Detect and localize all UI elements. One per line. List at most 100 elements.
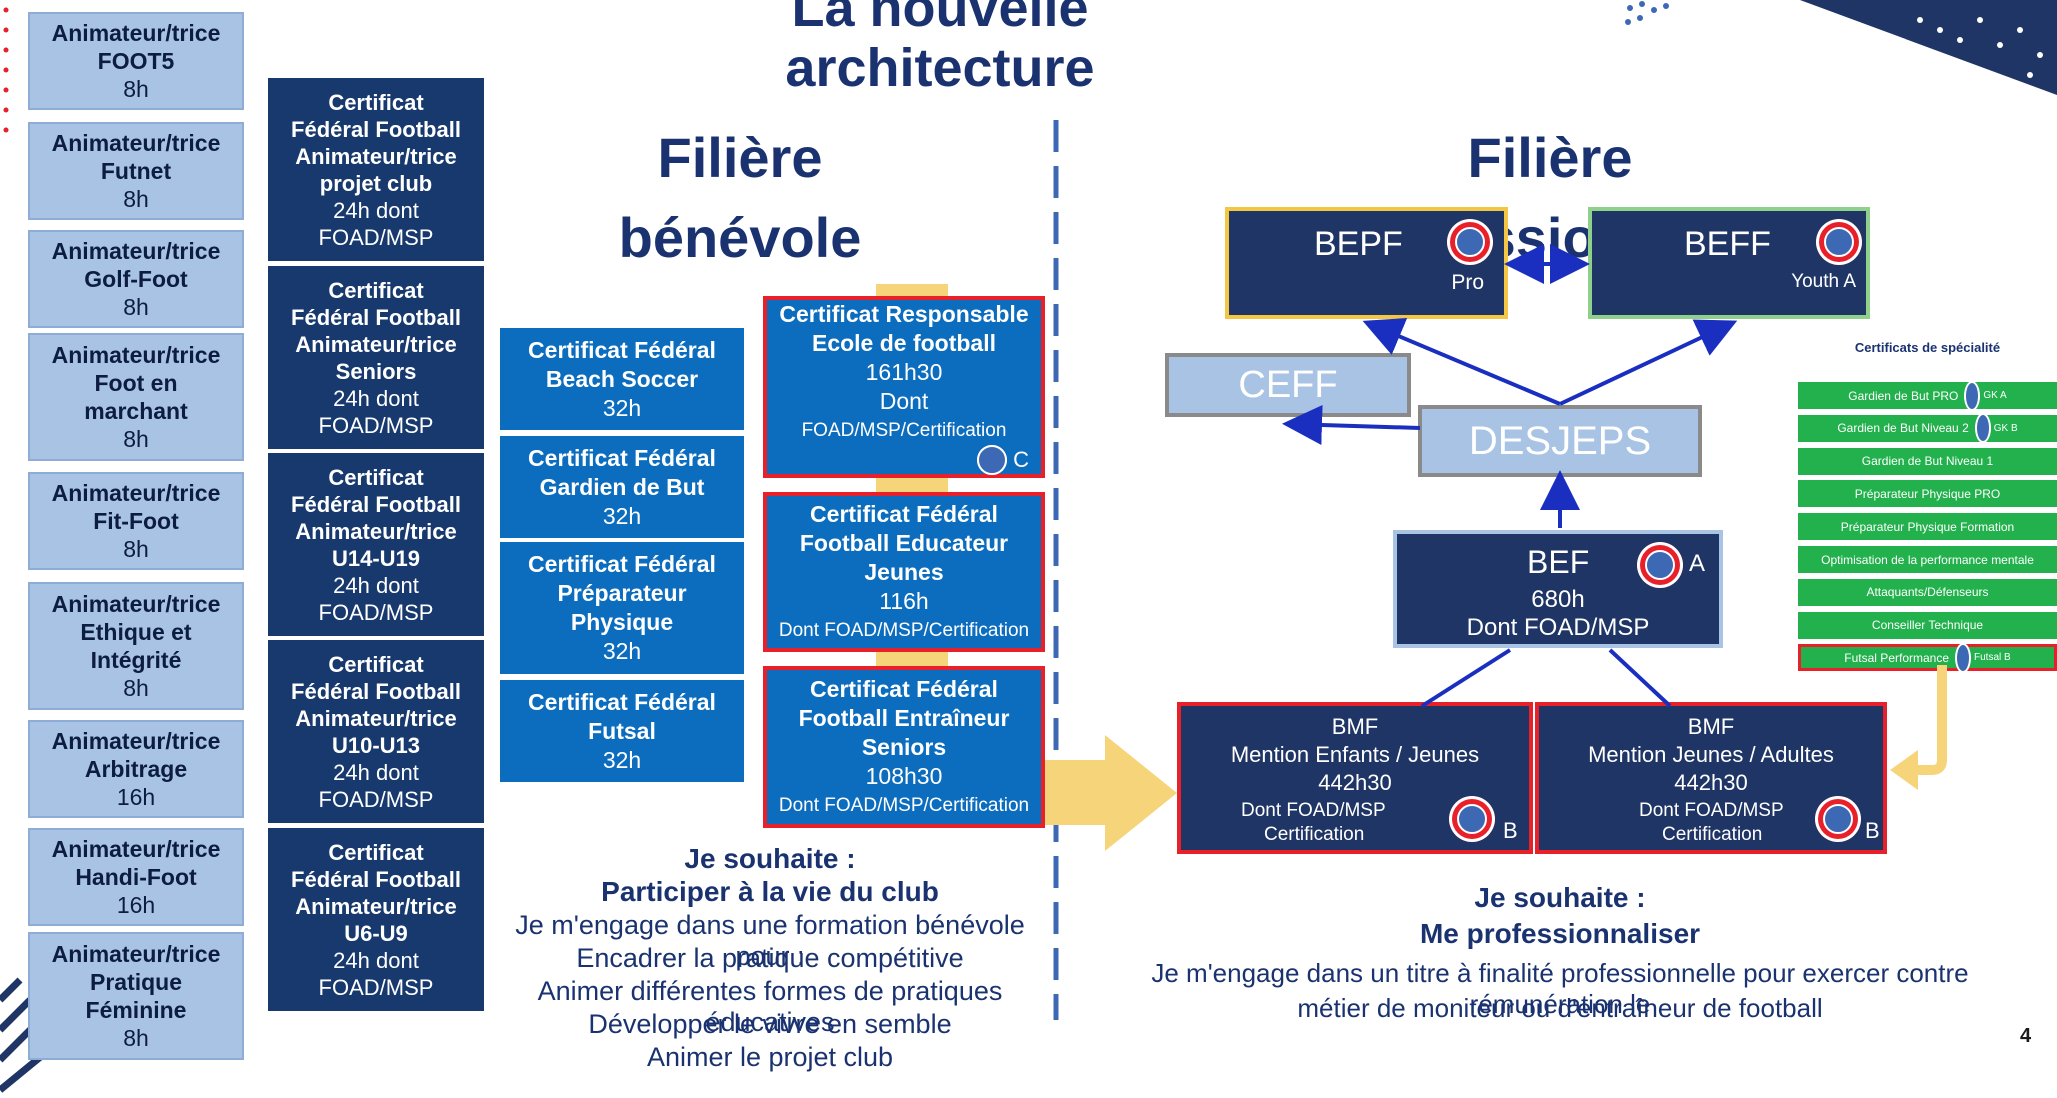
left-box-line: Animateur/trice [51, 480, 221, 506]
cff-box-line: U10-U13 [331, 732, 421, 758]
cff-box-line: Certificat [328, 839, 424, 865]
beff-name: BEFF [1684, 225, 1771, 263]
cff-box-line: Certificat [328, 277, 424, 303]
left-box-hours: 8h [123, 675, 149, 701]
bmf1-l0: BMF [1331, 714, 1379, 739]
pro-wish-title-2: Me professionnaliser [1419, 918, 1701, 949]
cff-box-line: Certificat [328, 651, 424, 677]
bmf2-l2: 442h30 [1674, 770, 1748, 795]
benevole-cert-line: Certificat Fédéral [528, 336, 716, 363]
specialty-item-label: Optimisation de la performance mentale [1821, 552, 2034, 567]
desjeps-box: DESJEPS [1418, 405, 1702, 477]
uefa-logo-icon [1449, 796, 1495, 842]
benevole-cert-line: Physique [570, 609, 674, 635]
left-dots-decoration [3, 7, 9, 133]
specialty-item: Préparateur Physique PRO [1798, 480, 2057, 508]
cff-box-detail: FOAD/MSP [318, 412, 434, 438]
red-box-badge-row: C [767, 444, 1041, 475]
left-box-line: Animateur/trice [51, 836, 221, 862]
beff-sub: Youth A [1791, 271, 1856, 292]
bmf1-s1: Certification [1264, 824, 1365, 845]
benevole-wish-line: Animer le projet club [646, 1042, 894, 1072]
left-box-line: Futnet [100, 158, 172, 184]
specialty-item-label: Attaquants/Défenseurs [1866, 585, 1989, 600]
benevole-cert-line: Certificat Fédéral [528, 688, 716, 715]
corner-decoration [1625, 0, 2057, 95]
left-box-line: marchant [84, 398, 188, 424]
bmf1-s0: Dont FOAD/MSP [1241, 800, 1386, 821]
cff-box-line: projet club [319, 170, 433, 196]
yellow-arrow-to-bmf [1045, 735, 1177, 851]
cff-box-detail: FOAD/MSP [318, 974, 434, 1000]
left-box-line: Animateur/trice [51, 20, 221, 46]
cff-box-detail: FOAD/MSP [318, 224, 434, 250]
left-box-hours: 8h [123, 1025, 149, 1051]
left-box-line: Animateur/trice [51, 591, 221, 617]
benevole-cert-hours: 32h [602, 502, 642, 529]
uefa-logo-icon [1974, 420, 1991, 437]
left-box-hours: 8h [123, 536, 149, 562]
cff-box-detail: FOAD/MSP [318, 786, 434, 812]
specialty-item-tag: GK A [1983, 390, 2007, 401]
left-box-hours: 8h [123, 186, 149, 212]
uefa-logo-icon [977, 444, 1008, 475]
benevole-wish-line: Animer différentes formes de pratiques é… [537, 976, 1003, 1037]
red-box-line: Seniors [861, 733, 947, 760]
benevole-wish-title-1: Je souhaite : [684, 843, 856, 874]
left-box-line: Animateur/trice [51, 941, 221, 967]
uefa-logo-icon [1447, 219, 1493, 265]
benevole-cert-hours: 32h [602, 746, 642, 773]
left-box-line: Foot en [94, 370, 178, 396]
bmf2-badge: B [1865, 818, 1880, 843]
cff-box-line: U14-U19 [331, 545, 421, 571]
red-box-detail: 108h30 [865, 762, 943, 789]
red-box-line: Ecole de football [811, 329, 997, 356]
cff-box-line: Seniors [335, 358, 417, 384]
benevole-wish-title-2: Participer à la vie du club [601, 876, 939, 907]
bmf1-badge: B [1503, 818, 1518, 843]
red-box-line: Jeunes [864, 558, 944, 585]
benevole-wish-line: Je m'engage dans une formation bénévole … [515, 910, 1025, 971]
specialty-item-tag: Futsal B [1974, 652, 2011, 664]
bef-detail: Dont FOAD/MSP [1466, 614, 1650, 641]
bepf-name: BEPF [1314, 225, 1403, 263]
bef-hours: 680h [1531, 586, 1585, 613]
specialty-item-tag: GK B [1993, 422, 2018, 434]
cff-box-line: U6-U9 [344, 920, 408, 946]
specialty-item-label: Conseiller Technique [1871, 618, 1984, 633]
beff-box: BEFF Youth A [1588, 207, 1870, 319]
cff-box-detail: 24h dont [333, 572, 419, 598]
cff-box-line: Animateur/trice [295, 705, 457, 731]
specialty-title: Certificats de spécialité [1854, 340, 2001, 355]
left-box-line: Fit-Foot [93, 508, 179, 534]
benevole-cert-hours: 32h [602, 638, 642, 664]
specialty-item-label: Gardien de But PRO [1848, 388, 1959, 403]
cff-box-line: Animateur/trice [295, 893, 457, 919]
red-box-line: Certificat Fédéral [810, 675, 998, 702]
benevole-cert-line: Gardien de But [539, 473, 705, 500]
red-box-small: FOAD/MSP/Certification [801, 419, 1007, 441]
specialty-item: Optimisation de la performance mentale [1798, 546, 2057, 573]
cff-box-detail: 24h dont [333, 947, 419, 973]
red-box-small: Dont FOAD/MSP/Certification [778, 619, 1030, 641]
bepf-sub: Pro [1451, 271, 1484, 294]
left-box-line: Arbitrage [84, 756, 188, 782]
cff-box-detail: 24h dont [333, 385, 419, 411]
yellow-connector-2 [876, 652, 948, 666]
benevole-cert-line: Beach Soccer [545, 365, 699, 392]
red-box-line: Football Entraîneur [798, 704, 1010, 731]
bef-box: BEF A 680h Dont FOAD/MSP [1393, 530, 1723, 648]
left-box-hours: 8h [123, 426, 149, 452]
left-box-line: Féminine [85, 997, 187, 1023]
left-box-hours: 8h [123, 294, 149, 320]
